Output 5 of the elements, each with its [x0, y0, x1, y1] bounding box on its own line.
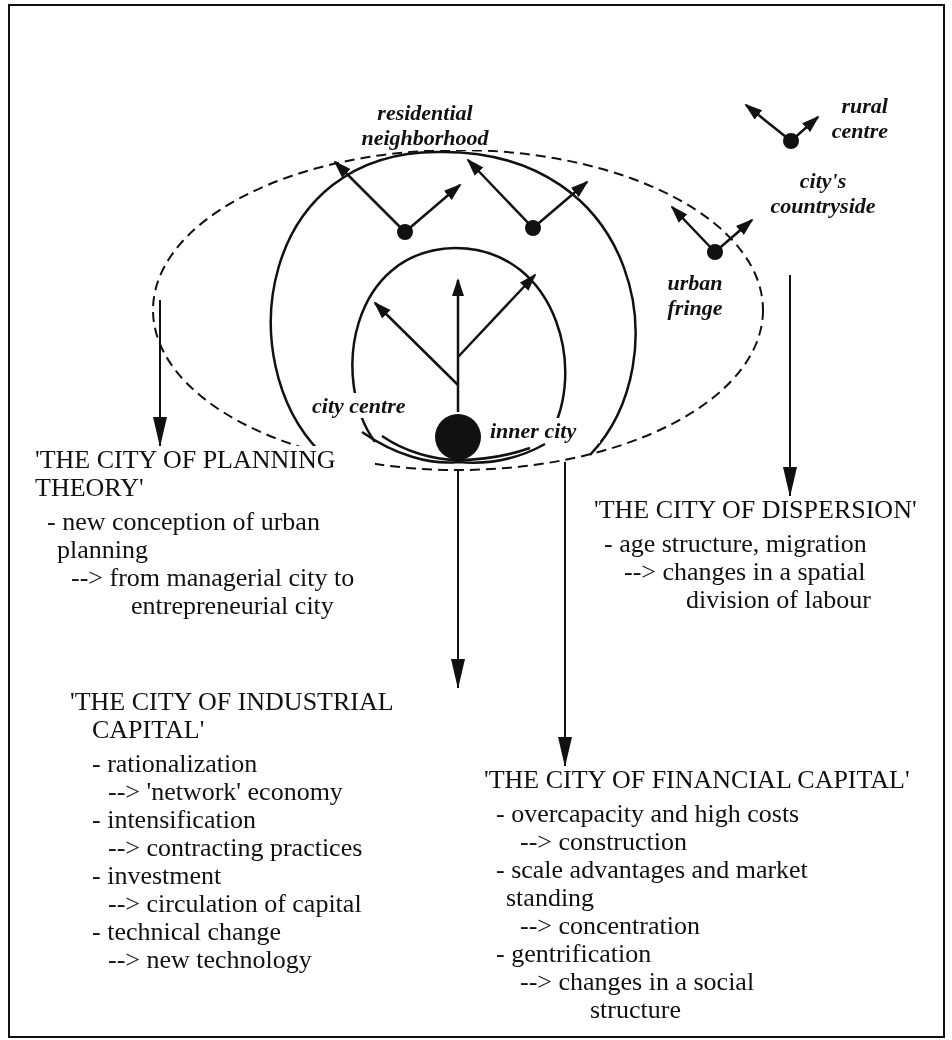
arrow [153, 299, 167, 447]
zone-label: inner city [490, 418, 600, 443]
arrow [451, 469, 465, 689]
arrow [783, 274, 797, 497]
arrow [558, 461, 572, 767]
